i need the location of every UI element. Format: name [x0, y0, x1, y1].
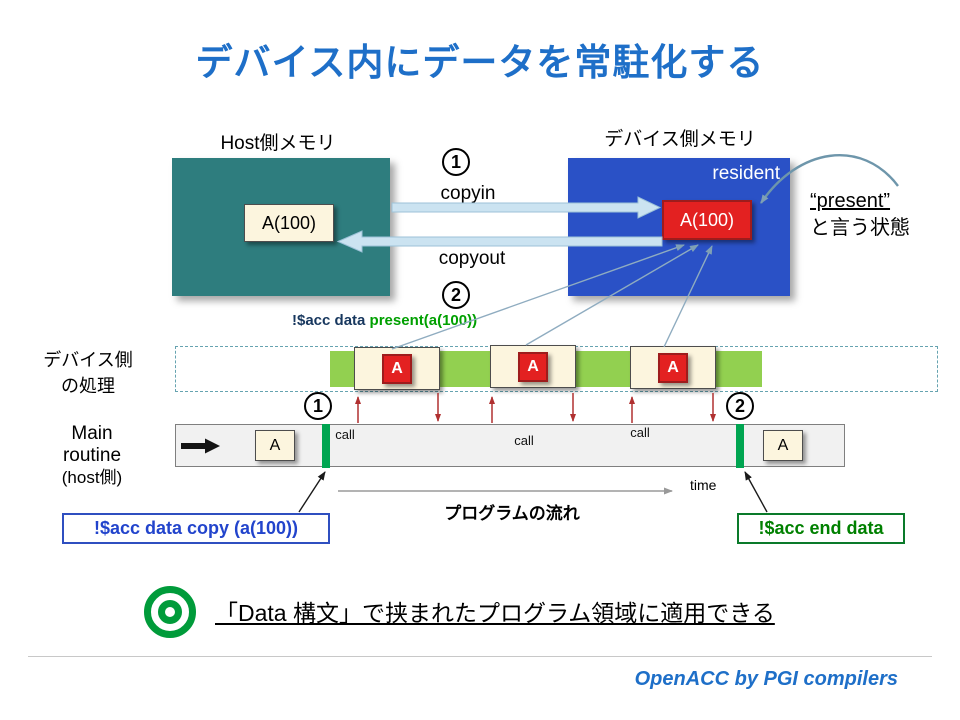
data-region-start-marker — [322, 424, 330, 468]
device-array-box: A(100) — [662, 200, 752, 240]
step-1-circle: 1 — [442, 148, 470, 176]
resident-label: resident — [712, 163, 780, 184]
kernel-array-3: A — [658, 352, 688, 383]
pragma-data-copy-label: !$acc data copy (a(100)) — [93, 518, 299, 538]
host-array-instance-left: A — [255, 430, 295, 461]
main-routine-label-line2: routine — [62, 445, 122, 466]
copyin-label: copyin — [440, 183, 496, 204]
device-row-label-line1: デバイス側 — [43, 350, 133, 370]
host-memory-box: A(100) — [172, 158, 390, 296]
data-region-end-marker — [736, 424, 744, 468]
kernel-box-3: A — [630, 346, 716, 389]
present-note-line2: と言う状態 — [810, 217, 910, 239]
kernel-array-1: A — [382, 353, 412, 384]
pragma-data-copy-box: !$acc data copy (a(100)) — [62, 513, 330, 544]
device-row-label-line2: の処理 — [61, 376, 115, 396]
page-title: デバイス内にデータを常駐化する — [195, 42, 765, 83]
mid-step-2-circle: 2 — [726, 392, 754, 420]
device-row-label: デバイス側 の処理 — [43, 346, 132, 398]
footer-credit: OpenACC by PGI compilers — [634, 668, 898, 690]
program-flow-label: プログラムの流れ — [444, 504, 580, 523]
pragma-present-keyword: present(a(100)) — [369, 312, 478, 329]
mid-step-1-circle: 1 — [304, 392, 332, 420]
end-pragma-arrow — [744, 471, 768, 513]
host-array-instance-right: A — [763, 430, 803, 461]
copyout-label: copyout — [438, 248, 506, 269]
kernel-box-2: A — [490, 345, 576, 388]
present-note: “present” と言う状態 — [810, 188, 910, 242]
kernel-box-1: A — [354, 347, 440, 390]
pragma-end-data-label: !$acc end data — [758, 518, 884, 538]
call-label-2: call — [514, 433, 534, 448]
time-label: time — [690, 477, 717, 493]
pragma-present-prefix: !$acc data — [292, 312, 370, 329]
main-routine-label: Main routine (host側) — [62, 423, 122, 489]
conclusion-text: 「Data 構文」で挟まれたプログラム領域に適用できる — [215, 600, 775, 626]
pragma-end-data-box: !$acc end data — [737, 513, 905, 544]
footer-divider — [28, 656, 932, 657]
present-note-line1: “present” — [810, 190, 891, 212]
host-array-box: A(100) — [244, 204, 334, 242]
step-2-circle: 2 — [442, 281, 470, 309]
main-routine-label-line3: (host側) — [61, 468, 123, 487]
pragma-present: !$acc data present(a(100)) — [292, 312, 477, 329]
device-array-label: A(100) — [679, 209, 735, 230]
device-memory-box: resident A(100) — [568, 158, 790, 296]
bullseye-inner-ring — [158, 600, 182, 624]
call-label-3: call — [630, 425, 650, 440]
host-memory-label: Host側メモリ — [220, 133, 336, 154]
kernel-array-2: A — [518, 351, 548, 382]
bullseye-icon — [144, 586, 196, 638]
main-routine-label-line1: Main — [71, 423, 113, 444]
device-memory-label: デバイス側メモリ — [604, 129, 756, 150]
host-array-label: A(100) — [261, 212, 317, 233]
call-label-1: call — [335, 427, 355, 442]
copy-pragma-arrow — [298, 471, 326, 513]
